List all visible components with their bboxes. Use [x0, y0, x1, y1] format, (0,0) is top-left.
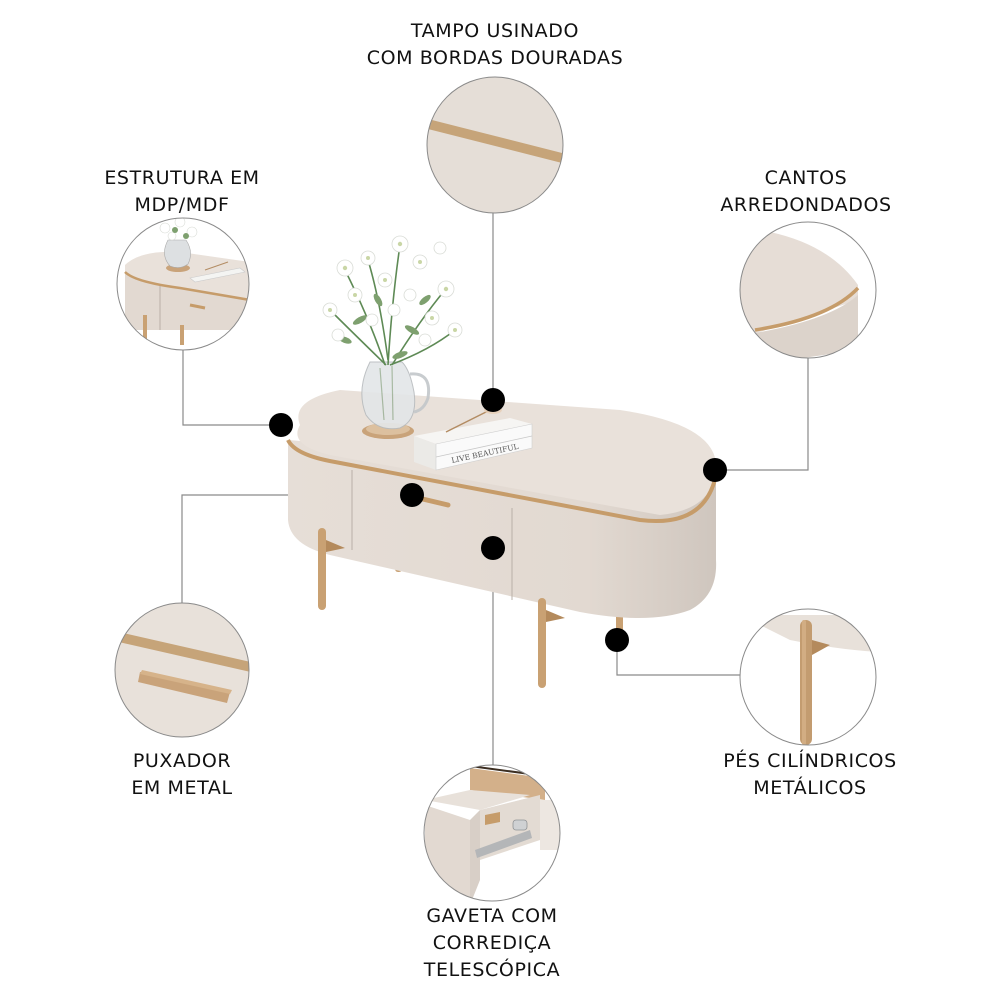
label-estrutura: ESTRUTURA EM MDP/MDF — [104, 167, 260, 216]
label-cantos: CANTOS ARREDONDADOS — [720, 167, 892, 216]
detail-circle-estrutura — [116, 217, 250, 351]
label-pes: PÉS CILÍNDRICOS METÁLICOS — [723, 750, 897, 799]
callout-dots — [269, 388, 727, 652]
label-gaveta: GAVETA COM CORREDIÇA TELESCÓPICA — [423, 905, 561, 981]
detail-circle-puxador — [114, 602, 250, 738]
dot-gaveta — [481, 536, 505, 560]
dot-pes — [605, 628, 629, 652]
book-stack: LIVE BEAUTIFUL — [414, 406, 533, 471]
detail-circle-gaveta — [423, 764, 561, 902]
detail-circle-tampo — [426, 76, 564, 214]
detail-circle-pes — [739, 608, 877, 746]
dot-puxador — [400, 483, 424, 507]
dot-cantos — [703, 458, 727, 482]
dot-estrutura — [269, 413, 293, 437]
dot-tampo — [481, 388, 505, 412]
detail-circle-cantos — [739, 221, 877, 359]
label-puxador: PUXADOR EM METAL — [131, 750, 233, 799]
glass-vase — [361, 361, 431, 430]
coffee-table: LIVE BEAUTIFUL — [286, 235, 718, 688]
flower-bouquet — [322, 235, 463, 366]
label-tampo: TAMPO USINADO COM BORDAS DOURADAS — [366, 20, 624, 69]
